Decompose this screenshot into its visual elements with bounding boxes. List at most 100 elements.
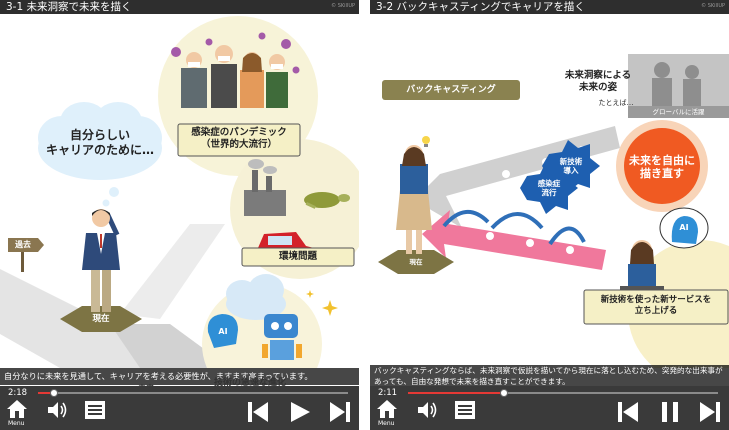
present-hexagon xyxy=(378,250,454,274)
slide-title: 3-2 バックキャスティングでキャリアを描く © SKillUP xyxy=(370,0,729,14)
presenter-woman-figure xyxy=(620,240,664,290)
ai-badge-label: AI xyxy=(679,223,689,232)
menu-label: Menu xyxy=(378,420,395,427)
seek-handle[interactable] xyxy=(500,389,509,397)
badge-pandemic-line-2: 流行 xyxy=(541,188,557,197)
pandemic-label: 感染症のパンデミック （世界的大流行） xyxy=(178,127,300,151)
ai-head-icon xyxy=(671,216,698,244)
future-road xyxy=(110,324,230,368)
pandemic-label-line-1: 感染症のパンデミック xyxy=(191,127,287,138)
future-circle-line-2: 描き直す xyxy=(640,167,684,180)
badge-pandemic-line-1: 感染症 xyxy=(537,179,561,188)
backcast-arrow xyxy=(422,210,606,270)
elapsed-time: 2:18 xyxy=(8,388,28,398)
seek-progress xyxy=(408,392,505,394)
previous-button[interactable] xyxy=(616,400,640,424)
pandemic-label-line-2: （世界的大流行） xyxy=(200,139,277,150)
play-icon xyxy=(291,402,310,422)
future-vision-line-1: 未来洞察による xyxy=(564,70,632,81)
volume-button[interactable] xyxy=(46,400,68,420)
future-vision-label: 未来洞察による 未来の姿 xyxy=(550,70,646,94)
factory-icon xyxy=(244,159,286,216)
future-circle xyxy=(624,128,700,204)
slide-title-text: 3-2 バックキャスティングでキャリアを描く xyxy=(376,1,585,13)
new-service-label-box xyxy=(583,289,729,325)
tech-label: 技術の急速な進化 xyxy=(213,378,286,388)
ai-head-icon xyxy=(207,314,238,348)
seek-bar[interactable] xyxy=(408,389,718,397)
virus-icons xyxy=(171,32,300,74)
skip-back-icon xyxy=(618,402,638,422)
document-lines-icon xyxy=(455,401,475,419)
menu-button[interactable] xyxy=(6,398,28,420)
future-circle-label: 未来を自由に 描き直す xyxy=(624,154,700,180)
thought-line-2: キャリアのために… xyxy=(45,143,154,157)
for-example-label: たとえば… xyxy=(598,99,634,107)
backcasting-label: バックキャスティング xyxy=(406,85,496,95)
present-label: 現在 xyxy=(92,314,110,324)
thought-line-1: 自分らしい xyxy=(69,128,130,142)
signpost xyxy=(8,238,44,272)
scene-graphics xyxy=(0,16,359,368)
elapsed-time: 2:11 xyxy=(378,388,398,398)
cloud-icon xyxy=(226,274,286,320)
environment-label: 環境問題 xyxy=(278,251,317,262)
document-lines-icon xyxy=(85,401,105,419)
menu-label: Menu xyxy=(8,420,25,427)
pause-button[interactable] xyxy=(658,400,682,424)
speaker-icon xyxy=(418,402,437,418)
copyright-text: © SKillUP xyxy=(331,3,355,9)
sea-turtle-icon xyxy=(304,192,350,209)
slide-title-text: 3-1 未来洞察で未来を描く xyxy=(6,1,132,13)
badge-tech-line-1: 新技術 xyxy=(559,157,583,166)
badge-tech xyxy=(542,140,600,192)
pause-icon xyxy=(662,402,678,422)
slide-illustration: バックキャスティング 未来洞察による 未来の姿 たとえば… グローバルに活躍 未… xyxy=(370,14,729,368)
environment-label-box xyxy=(241,247,355,267)
next-button[interactable] xyxy=(698,400,722,424)
new-service-label: 新技術を使った新サービスを 立ち上げる xyxy=(584,295,728,317)
present-hexagon xyxy=(60,306,142,332)
copyright-text: © SKillUP xyxy=(701,3,725,9)
sparkle-icons xyxy=(306,290,338,316)
pandemic-label-box xyxy=(177,123,301,157)
transcript-button[interactable] xyxy=(84,400,106,420)
slide-title: 3-1 未来洞察で未来を描く © SKillUP xyxy=(0,0,359,14)
present-label: 現在 xyxy=(409,258,423,266)
backcasting-label-box xyxy=(382,80,520,100)
backcast-arrow-dots xyxy=(486,232,574,254)
play-button[interactable] xyxy=(288,400,312,424)
badge-tech-line-2: 導入 xyxy=(563,166,579,175)
slide-illustration: 自分らしい キャリアのために… 過去 現在 感染症のパンデミック （世界的大流行… xyxy=(0,14,359,368)
player-controls: 2:11 Menu xyxy=(370,386,729,430)
seek-bar[interactable] xyxy=(38,389,348,397)
ai-badge-label: AI xyxy=(218,327,228,336)
transcript-button[interactable] xyxy=(454,400,476,420)
signpost-label: 過去 xyxy=(15,240,31,249)
thought-cloud xyxy=(38,102,162,207)
volume-button[interactable] xyxy=(416,400,438,420)
businesswoman-figure xyxy=(396,145,432,254)
video-panel-1: 3-1 未来洞察で未来を描く © SKillUP xyxy=(0,0,359,430)
new-service-line-2: 立ち上げる xyxy=(634,306,678,316)
branch-road xyxy=(120,224,225,319)
global-label: グローバルに活躍 xyxy=(652,108,705,116)
menu-button[interactable] xyxy=(376,398,398,420)
new-service-line-1: 新技術を使った新サービスを xyxy=(600,295,712,305)
skip-forward-icon xyxy=(700,402,720,422)
next-button[interactable] xyxy=(328,400,352,424)
badge-pandemic-label: 感染症 流行 xyxy=(532,179,566,197)
global-photo-caption-bar xyxy=(628,106,729,118)
curve-arrow-3 xyxy=(442,210,490,228)
future-vision-line-2: 未来の姿 xyxy=(578,82,617,93)
home-icon xyxy=(377,400,397,418)
curve-arrow-2 xyxy=(490,212,544,230)
speaker-icon xyxy=(48,402,67,418)
previous-button[interactable] xyxy=(246,400,270,424)
seek-handle[interactable] xyxy=(49,389,58,397)
scene-graphics xyxy=(378,54,729,368)
skip-back-icon xyxy=(248,402,268,422)
subtitle-caption: バックキャスティングならば、未来洞察で仮説を描いてから現在に落とし込むため、突発… xyxy=(370,365,729,387)
video-panel-2: 3-2 バックキャスティングでキャリアを描く © SKillUP xyxy=(370,0,729,430)
idea-lightbulb-icon xyxy=(422,136,430,147)
